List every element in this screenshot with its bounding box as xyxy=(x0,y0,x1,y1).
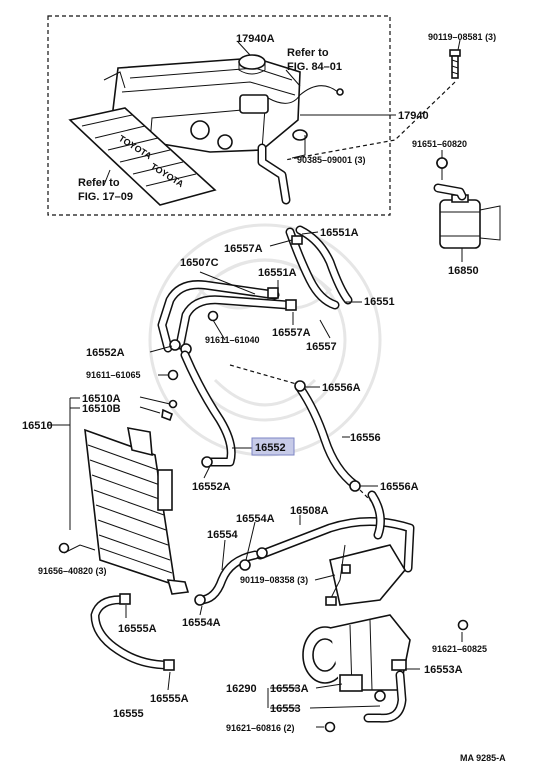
label-16556: 16556 xyxy=(350,432,381,444)
mounting-bracket xyxy=(325,544,406,606)
label-90385-09001: 90385–09001 (3) xyxy=(297,155,366,165)
label-16551A-mid: 16551A xyxy=(258,267,297,279)
label-16850: 16850 xyxy=(448,265,479,277)
label-17940: 17940 xyxy=(398,110,429,122)
label-91611-61040: 91611–61040 xyxy=(205,335,260,345)
label-16554A-bot: 16554A xyxy=(182,617,221,629)
oil-cooler xyxy=(84,427,190,595)
ref-fig84-line1: Refer to xyxy=(287,47,329,59)
toyota-decal: TOYOTA TOYOTA xyxy=(68,107,217,206)
label-16510A: 16510A xyxy=(82,393,121,405)
label-16552A-bot: 16552A xyxy=(192,481,231,493)
label-90119-08581: 90119–08581 (3) xyxy=(428,32,496,42)
part-labels: 17940A Refer to FIG. 84–01 17940 90119–0… xyxy=(22,32,506,763)
ref-fig17-line2: FIG. 17–09 xyxy=(78,191,133,203)
label-90119-08358: 90119–08358 (3) xyxy=(240,575,308,585)
label-91656-40820: 91656–40820 (3) xyxy=(38,566,107,576)
label-16552A-top: 16552A xyxy=(86,347,125,359)
label-16555A-top: 16555A xyxy=(118,623,157,635)
label-17940A: 17940A xyxy=(236,33,275,45)
label-16551A-top: 16551A xyxy=(320,227,359,239)
label-16551: 16551 xyxy=(364,296,395,308)
label-16508A: 16508A xyxy=(290,505,329,517)
label-16557A-mid: 16557A xyxy=(272,327,311,339)
label-16557A-top: 16557A xyxy=(224,243,263,255)
reservoir-cap xyxy=(238,54,266,75)
ref-fig17-line1: Refer to xyxy=(78,177,120,189)
label-16553: 16553 xyxy=(270,703,301,715)
label-16290: 16290 xyxy=(226,683,257,695)
grommet xyxy=(292,129,308,141)
label-16553A-right: 16553A xyxy=(424,664,463,676)
label-16553A-mid: 16553A xyxy=(270,683,309,695)
reservoir-group-box xyxy=(47,15,391,216)
ref-fig84-line2: FIG. 84–01 xyxy=(287,61,342,73)
label-16555A-bot: 16555A xyxy=(150,693,189,705)
label-91611-61065: 91611–61065 xyxy=(86,370,141,380)
label-16557: 16557 xyxy=(306,341,337,353)
label-16554: 16554 xyxy=(207,529,238,541)
label-16556A-top: 16556A xyxy=(322,382,361,394)
label-16510: 16510 xyxy=(22,420,53,432)
label-16552[interactable]: 16552 xyxy=(255,442,286,454)
label-16555: 16555 xyxy=(113,708,144,720)
label-16554A-top: 16554A xyxy=(236,513,275,525)
label-16507C: 16507C xyxy=(180,257,219,269)
filter-canister xyxy=(433,183,501,249)
label-16510B: 16510B xyxy=(82,403,121,415)
label-91621-60825: 91621–60825 xyxy=(432,644,487,654)
label-91621-60816: 91621–60816 (2) xyxy=(226,723,295,733)
air-pump xyxy=(302,614,411,692)
bolt-90119-08581 xyxy=(449,49,461,79)
label-16556A-bot: 16556A xyxy=(380,481,419,493)
label-91651-60820: 91651–60820 xyxy=(412,139,467,149)
leader-lines xyxy=(48,39,463,728)
sensor-wire xyxy=(267,85,339,104)
reservoir-tank xyxy=(103,57,301,153)
highlight-box xyxy=(251,437,295,456)
diagram-code: MA 9285-A xyxy=(460,753,506,763)
